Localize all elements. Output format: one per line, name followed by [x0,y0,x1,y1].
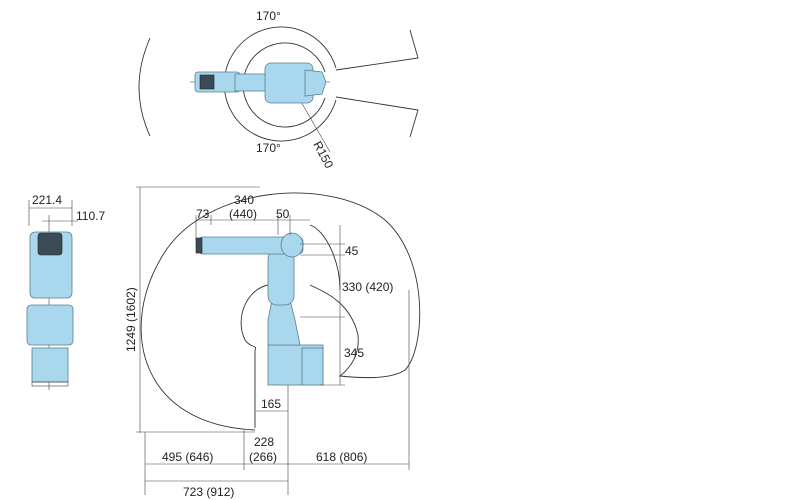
wrist-offset-label: 73 [196,207,210,221]
top-angle-lower: 170° [256,141,281,155]
top-envelope-lower [335,96,419,138]
top-envelope-upper [335,29,419,71]
work-envelope-inner [240,284,269,428]
upper-arm-label: 330 (420) [342,280,393,294]
shoulder-offset-label: 45 [345,244,359,258]
front-reach-label: 618 (806) [316,450,367,464]
arm-length-top: 340 [234,193,254,207]
side-view: 1249 (1602) 340 (440) 73 50 45 330 (420)… [124,186,421,499]
work-envelope-inner-top [309,224,341,291]
side-robot-body [195,232,324,386]
work-envelope-outer [140,192,421,431]
top-robot-body [194,62,327,104]
front-half-width-label: 110.7 [76,209,105,223]
base-height-label: 345 [344,346,364,360]
elbow-offset-label: 50 [276,207,290,221]
top-outer-envelope-arc [138,37,151,137]
rear-reach-top: 228 [254,435,274,449]
base-offset-label: 165 [261,397,281,411]
radius-label: R150 [310,139,336,171]
radius-leader [299,99,331,153]
front-width-label: 221.4 [32,193,62,207]
rear-span-label: 495 (646) [162,450,213,464]
arm-length-bottom: (440) [229,207,257,221]
front-view: 221.4 110.7 [26,193,105,390]
total-rear-label: 723 (912) [183,485,234,499]
top-angle-upper: 170° [256,9,281,23]
front-robot-body [26,231,74,387]
top-view: 170° 170° R150 [138,9,419,171]
rear-reach-bottom: (266) [249,450,277,464]
height-label: 1249 (1602) [124,287,138,352]
